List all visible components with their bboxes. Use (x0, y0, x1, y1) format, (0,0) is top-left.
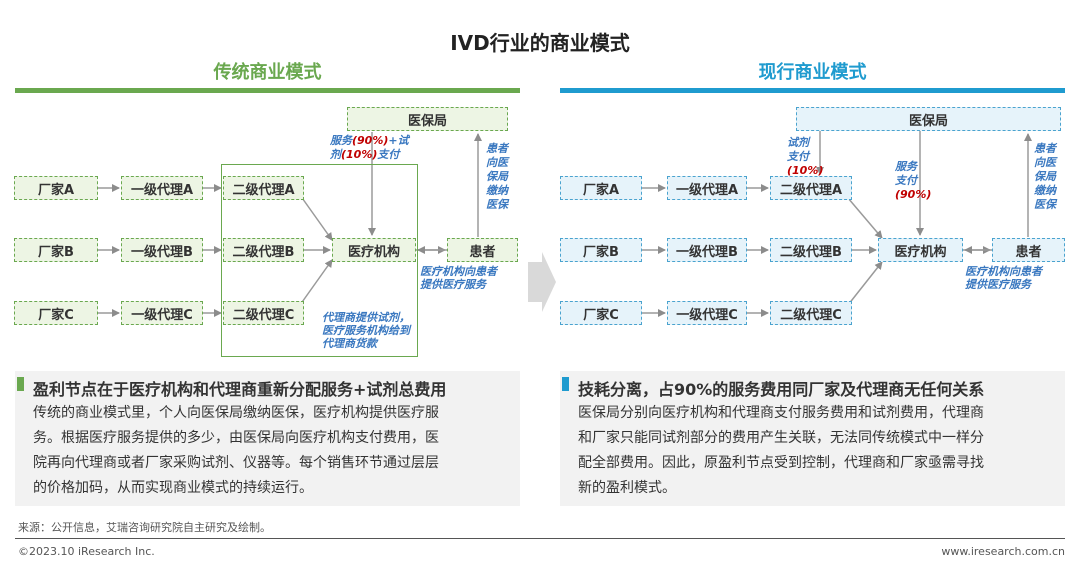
right-panel-body: 医保局分别向医疗机构和代理商支付服务费用和试剂费用，代理商 和厂家只能同试剂部分… (578, 405, 984, 496)
right-institution-box: 医疗机构 (878, 238, 963, 262)
left-insurer-box: 医保局 (347, 107, 508, 131)
left-heading: 传统商业模式 (213, 62, 322, 83)
right-patient-pay-note: 患者 向医 保局 缴纳 医保 (1034, 142, 1056, 211)
left-agent1-c: 一级代理C (121, 301, 203, 325)
arrow-left-a2C-inst (299, 259, 333, 306)
right-service-note: 医疗机构向患者 提供医疗服务 (965, 265, 1042, 291)
right-agent1-c: 一级代理C (667, 301, 747, 325)
left-manufacturer-a: 厂家A (14, 176, 98, 200)
right-agent2-b: 二级代理B (770, 238, 852, 262)
right-agent1-b: 一级代理B (667, 238, 747, 262)
left-patient-box: 患者 (447, 238, 518, 262)
right-manufacturer-b: 厂家B (560, 238, 642, 262)
page-title: IVD行业的商业模式 (450, 31, 630, 55)
right-panel-heading: 技耗分离，占90%的服务费用同厂家及代理商无任何关系 (578, 380, 985, 399)
right-panel-marker (562, 377, 569, 391)
right-heading-bar (560, 88, 1065, 93)
right-heading: 现行商业模式 (758, 62, 867, 83)
left-pay-note: 服务(90%)+试 剂(10%)支付 (330, 134, 409, 161)
left-agent2-a: 二级代理A (223, 176, 304, 200)
right-reagent-pay-note: 试剂 支付 (10%) (787, 136, 824, 177)
left-agent1-a: 一级代理A (121, 176, 203, 200)
right-manufacturer-c: 厂家C (560, 301, 642, 325)
arrow-left-a2A-inst (299, 194, 333, 241)
right-summary-panel: 技耗分离，占90%的服务费用同厂家及代理商无任何关系 医保局分别向医疗机构和代理… (560, 371, 1065, 506)
left-agent2-b: 二级代理B (223, 238, 304, 262)
left-summary-panel: 盈利节点在于医疗机构和代理商重新分配服务+试剂总费用 传统的商业模式里，个人向医… (15, 371, 520, 506)
left-service-note: 医疗机构向患者 提供医疗服务 (420, 265, 497, 291)
left-agent-note: 代理商提供试剂， 医疗服务机构给到 代理商货款 (322, 311, 410, 350)
footer-divider (15, 538, 1065, 539)
transition-arrow-icon (528, 252, 556, 312)
website: www.iresearch.com.cn (941, 545, 1065, 558)
left-agent1-b: 一级代理B (121, 238, 203, 262)
right-insurer-box: 医保局 (796, 107, 1061, 131)
left-manufacturer-c: 厂家C (14, 301, 98, 325)
right-patient-box: 患者 (992, 238, 1065, 262)
left-agent-group-frame (221, 164, 418, 357)
left-panel-marker (17, 377, 24, 391)
source-note: 来源：公开信息，艾瑞咨询研究院自主研究及绘制。 (18, 521, 271, 534)
left-institution-box: 医疗机构 (332, 238, 416, 262)
right-agent2-a: 二级代理A (770, 176, 852, 200)
arrow-right-a2C-inst (847, 261, 883, 306)
left-agent2-c: 二级代理C (223, 301, 304, 325)
right-agent2-c: 二级代理C (770, 301, 852, 325)
left-manufacturer-b: 厂家B (14, 238, 98, 262)
left-panel-body: 传统的商业模式里，个人向医保局缴纳医保，医疗机构提供医疗服 务。根据医疗服务提供… (33, 405, 439, 496)
left-patient-pay-note: 患者 向医 保局 缴纳 医保 (486, 142, 508, 211)
right-service-pay-note: 服务 支付 (90%) (895, 160, 932, 201)
left-heading-bar (15, 88, 520, 93)
copyright: ©2023.10 iResearch Inc. (18, 545, 155, 558)
right-manufacturer-a: 厂家A (560, 176, 642, 200)
left-panel-heading: 盈利节点在于医疗机构和代理商重新分配服务+试剂总费用 (33, 380, 447, 399)
arrow-right-a2A-inst (847, 197, 883, 239)
right-agent1-a: 一级代理A (667, 176, 747, 200)
